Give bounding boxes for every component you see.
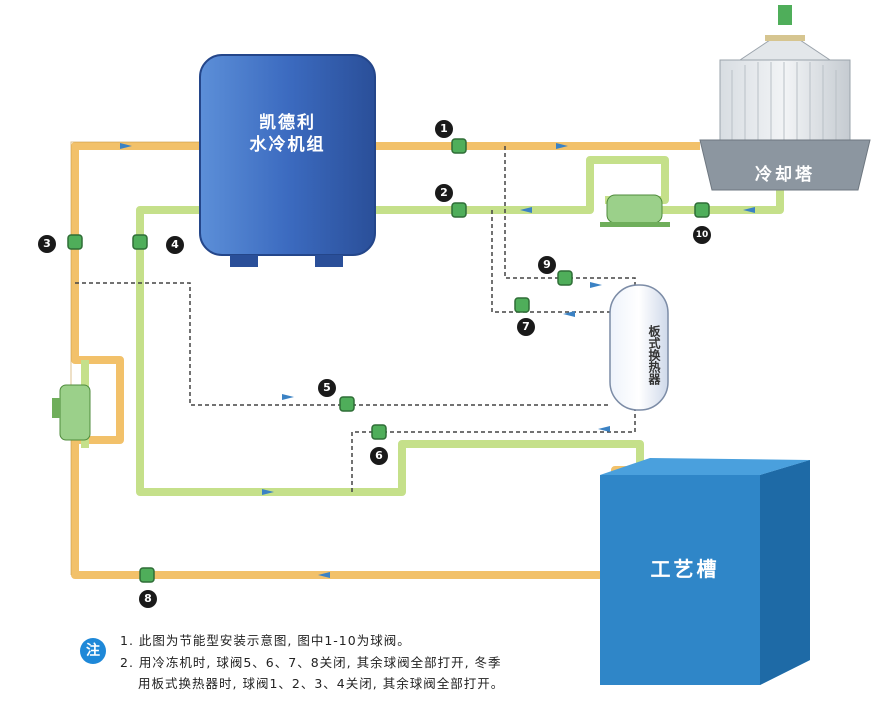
- flow-arrows: [120, 143, 755, 578]
- pump-left: [52, 384, 91, 441]
- chiller-label: 凯德利 水冷机组: [249, 113, 326, 155]
- chiller-unit: [199, 54, 376, 267]
- valve-2-badge: 2: [435, 184, 453, 202]
- note-icon: 注: [80, 638, 106, 664]
- valve-1-badge: 1: [435, 120, 453, 138]
- valve-3-badge: 3: [38, 235, 56, 253]
- cooling-tower-label: 冷却塔: [755, 165, 815, 185]
- note-line-3: 用板式换热器时, 球阀1、2、3、4关闭, 其余球阀全部打开。: [138, 676, 505, 691]
- note-line-2: 2. 用冷冻机时, 球阀5、6、7、8关闭, 其余球阀全部打开, 冬季: [120, 655, 502, 670]
- process-tank: [600, 458, 810, 685]
- valves: [67, 138, 710, 583]
- process-tank-label: 工艺槽: [650, 557, 720, 581]
- cooling-tower: [699, 5, 871, 191]
- pump-right: [600, 194, 670, 227]
- valve-7-badge: 7: [517, 318, 535, 336]
- valve-5-badge: 5: [318, 379, 336, 397]
- heat-exchanger-label: 板式换热器: [647, 325, 661, 385]
- valve-8-badge: 8: [139, 590, 157, 608]
- valve-9-badge: 9: [538, 256, 556, 274]
- valve-10-badge: 10: [693, 226, 711, 244]
- valve-6-badge: 6: [370, 447, 388, 465]
- note-line-1: 1. 此图为节能型安装示意图, 图中1-10为球阀。: [120, 633, 411, 648]
- valve-4-badge: 4: [166, 236, 184, 254]
- plate-heat-exchanger: [609, 284, 669, 411]
